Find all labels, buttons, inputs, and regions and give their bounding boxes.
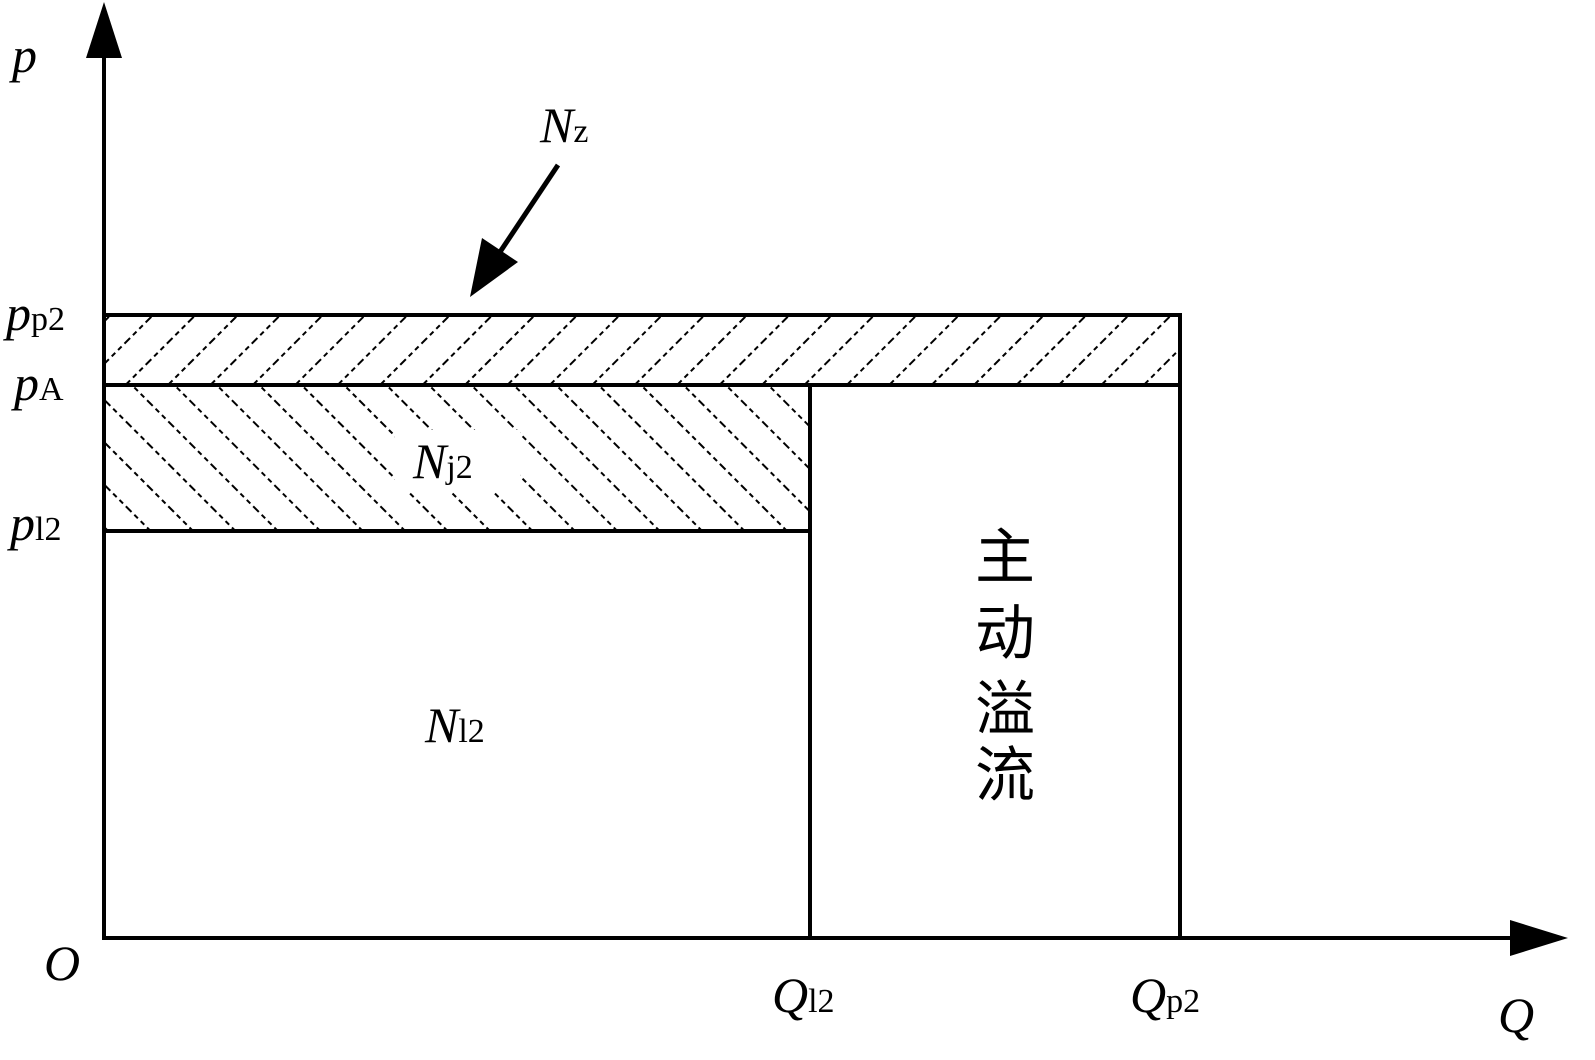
pa-label: pA <box>11 355 64 411</box>
y-axis-label: p <box>9 27 37 83</box>
nz-pointer-line <box>497 163 561 254</box>
nz-pointer-arrowhead <box>470 238 518 297</box>
y-axis-arrowhead <box>86 2 122 58</box>
x-axis-label: Q <box>1498 987 1534 1043</box>
nz-hatch-region <box>104 315 1178 385</box>
nl2-label: Nl2 <box>424 697 485 753</box>
nj2-label: Nj2 <box>412 433 473 489</box>
ql2-label: Ql2 <box>772 967 835 1023</box>
nz-label: Nz <box>539 97 588 153</box>
x-axis-arrowhead <box>1510 920 1568 956</box>
overflow-label-char-4: 流 <box>975 741 1035 811</box>
overflow-label-char-3: 溢 <box>975 675 1035 745</box>
pp2-label: pp2 <box>3 285 65 341</box>
nj2-label-backing <box>395 430 520 492</box>
origin-label: O <box>44 935 80 991</box>
qp2-label: Qp2 <box>1130 967 1200 1023</box>
pl2-label: pl2 <box>7 495 61 551</box>
overflow-label-char-2: 动 <box>975 599 1035 669</box>
overflow-label-char-1: 主 <box>975 523 1035 593</box>
